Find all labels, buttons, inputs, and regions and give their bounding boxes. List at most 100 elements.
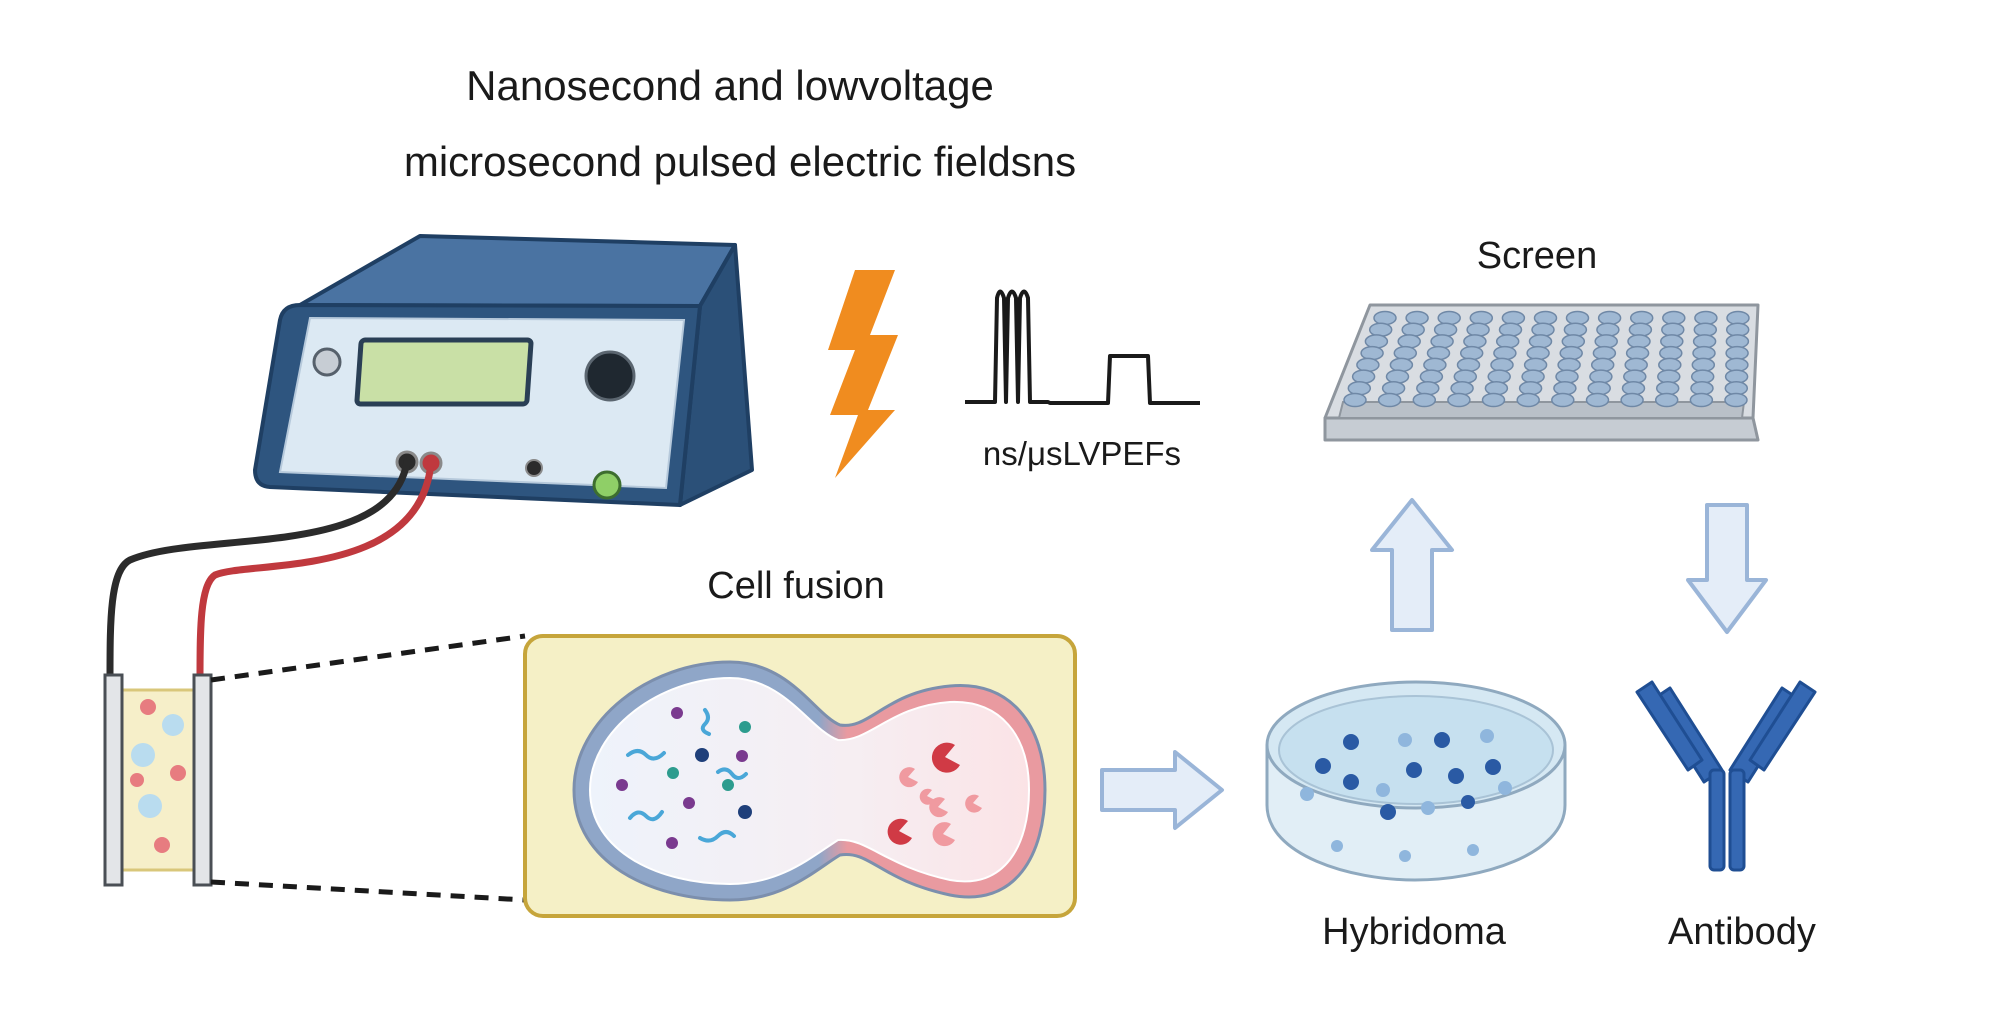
microplate-well <box>1426 345 1451 361</box>
microplate-well <box>1531 322 1555 337</box>
microplate-well <box>1405 310 1429 326</box>
arrow-to-hybridoma <box>1100 750 1224 830</box>
power-indicator-icon <box>312 347 342 377</box>
microplate-well <box>1368 322 1393 337</box>
microplate-well <box>1412 392 1437 408</box>
zoom-line-top <box>210 633 526 683</box>
microplate-well <box>1389 357 1414 373</box>
microplate-well <box>1360 345 1384 361</box>
hybridoma-colonies <box>1300 729 1512 862</box>
pulse-waveform-icon <box>965 289 1200 405</box>
microplate-well <box>1563 322 1588 337</box>
antibody-label: Antibody <box>1668 911 1816 953</box>
microplate-well <box>1373 310 1397 326</box>
arrow-down-to-antibody <box>1686 503 1768 634</box>
microplate-well <box>1487 369 1511 384</box>
microplate-well <box>1557 357 1581 373</box>
microplate-well <box>1516 392 1540 408</box>
microplate-well <box>1481 392 1506 408</box>
pulse-generator <box>253 234 754 507</box>
blue-cell-particles <box>616 707 752 849</box>
electrode-left <box>103 673 124 887</box>
microplate-well <box>1447 392 1471 408</box>
knob-icon <box>584 350 636 402</box>
microplate-well <box>1689 392 1714 408</box>
display-screen <box>354 337 534 407</box>
microplate-well <box>1625 345 1650 361</box>
microplate-well <box>1430 334 1454 349</box>
microplate-well <box>1555 369 1579 384</box>
screen-label: Screen <box>1477 235 1597 277</box>
microplate-well <box>1397 334 1421 349</box>
microplate-well <box>1518 381 1543 396</box>
electrode-right <box>192 673 213 887</box>
microplate-well <box>1523 357 1548 373</box>
red-cell-contents <box>887 742 982 847</box>
cuvette <box>103 673 213 887</box>
microplate-well <box>1377 392 1402 408</box>
microplate-well <box>1437 310 1461 326</box>
microplate-well <box>1459 345 1484 361</box>
hybridoma-label: Hybridoma <box>1322 911 1507 953</box>
pulse-label: ns/μsLVPEFs <box>983 435 1181 472</box>
black-cable <box>106 458 411 684</box>
microplate-well <box>1498 322 1523 337</box>
microplate-well <box>1423 357 1447 373</box>
microplate-well <box>1521 369 1545 384</box>
microplate <box>1323 303 1760 442</box>
microplate-well <box>1385 369 1410 384</box>
microplate-well <box>1659 345 1683 361</box>
microplate-well <box>1559 345 1583 361</box>
microplate-well <box>1433 322 1458 337</box>
microplate-well <box>1526 345 1550 361</box>
microplate-well <box>1453 369 1478 384</box>
microplate-well <box>1416 381 1440 396</box>
arrow-up-to-screen <box>1370 498 1454 632</box>
microplate-well <box>1493 345 1517 361</box>
cell-fusion-label: Cell fusion <box>707 565 884 607</box>
microplate-well <box>1463 334 1487 349</box>
title-line-2: microsecond pulsed electric fieldsns <box>404 138 1076 185</box>
microplate-well <box>1381 381 1406 396</box>
microplate-well <box>1393 345 1418 361</box>
microplate-well <box>1654 392 1679 408</box>
microplate-well <box>1724 392 1748 408</box>
antibody-icon <box>1635 680 1817 872</box>
green-button-icon <box>592 470 622 500</box>
microplate-well <box>1495 334 1520 349</box>
title-line-1: Nanosecond and lowvoltage <box>466 62 994 109</box>
microplate-well <box>1490 357 1514 373</box>
petri-dish <box>1265 680 1567 882</box>
microplate-well <box>1725 345 1749 361</box>
microplate-well <box>1692 345 1716 361</box>
microplate-well <box>1450 381 1474 396</box>
microplate-wells <box>1343 310 1750 408</box>
microplate-well <box>1501 310 1526 326</box>
microplate-well <box>1401 322 1425 337</box>
microplate-well <box>1528 334 1553 349</box>
microplate-well <box>1347 381 1372 396</box>
microplate-well <box>1456 357 1481 373</box>
small-button-icon <box>525 459 543 477</box>
zoom-line-bottom <box>210 879 526 903</box>
microplate-well <box>1466 322 1490 337</box>
microplate-well <box>1343 392 1367 408</box>
microplate-well <box>1561 334 1586 349</box>
lightning-bolt-icon <box>828 270 898 478</box>
blue-cell-contents <box>626 708 748 843</box>
microplate-well <box>1585 392 1610 408</box>
microplate-well <box>1469 310 1494 326</box>
microplate-well <box>1551 392 1575 408</box>
microplate-well <box>1592 345 1617 361</box>
microplate-well <box>1484 381 1509 396</box>
microplate-well <box>1364 334 1389 349</box>
microplate-well <box>1565 310 1590 326</box>
fusing-cell <box>572 660 1047 902</box>
microplate-well <box>1620 392 1644 408</box>
microplate-well <box>1419 369 1444 384</box>
red-cable <box>196 459 435 684</box>
microplate-well <box>1553 381 1577 396</box>
generator-top <box>298 234 737 308</box>
